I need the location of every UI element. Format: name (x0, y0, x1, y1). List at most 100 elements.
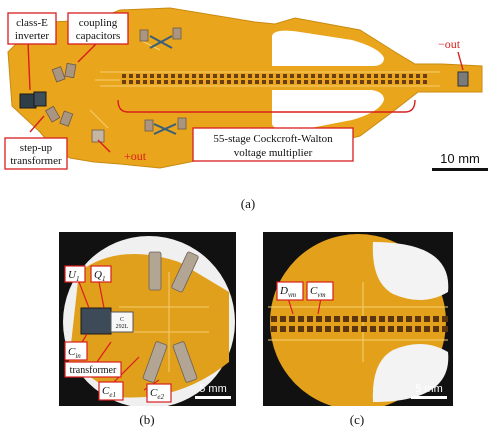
multiplier-component (325, 74, 329, 78)
multiplier-component (122, 80, 126, 84)
multiplier-component (298, 316, 304, 322)
cvm-label: Cvm (310, 285, 326, 299)
multiplier-component (220, 74, 224, 78)
multiplier-component (248, 74, 252, 78)
multiplier-component (353, 80, 357, 84)
multiplier-component (290, 80, 294, 84)
multiplier-component (227, 74, 231, 78)
dvm-label: Dvm (279, 285, 296, 299)
multiplier-component (269, 80, 273, 84)
multiplier-component (283, 74, 287, 78)
scale-bar-a-label: 10 mm (440, 151, 480, 166)
multiplier-component (409, 74, 413, 78)
multiplier-component (361, 316, 367, 322)
panel-c-multiplier-strip (271, 316, 448, 332)
multiplier-component (307, 326, 313, 332)
multiplier-component (381, 80, 385, 84)
panel-c-photo: Dvm Cvm 5 mm (263, 232, 453, 406)
multiplier-component (318, 80, 322, 84)
transformer-b-label-box (64, 361, 122, 378)
multiplier-component (143, 74, 147, 78)
multiplier-component (388, 74, 392, 78)
multiplier-component (316, 316, 322, 322)
multiplier-component (220, 80, 224, 84)
cin-label-box (64, 341, 88, 361)
multiplier-component (334, 316, 340, 322)
q1-label-box (90, 265, 112, 283)
cin-label: Cin (68, 346, 81, 360)
multiplier-component (289, 316, 295, 322)
multiplier-component (199, 80, 203, 84)
multiplier-component (423, 80, 427, 84)
multiplier-component (304, 74, 308, 78)
multiplier-component (185, 74, 189, 78)
multiplier-component (136, 80, 140, 84)
multiplier-component (388, 80, 392, 84)
diode-pairs (149, 35, 177, 135)
multiplier-component (352, 316, 358, 322)
multiplier-component (276, 80, 280, 84)
panel-b-module (80, 307, 112, 335)
multiplier-component (325, 326, 331, 332)
pcb-cutout-upper (272, 30, 384, 67)
multiplier-component (361, 326, 367, 332)
chip-text-1: C (120, 317, 124, 323)
multiplier-component (339, 80, 343, 84)
panel-b-chip (110, 311, 134, 333)
multiplier-component (227, 80, 231, 84)
multiplier-component (297, 74, 301, 78)
multiplier-component (206, 80, 210, 84)
multiplier-component (129, 80, 133, 84)
multiplier-component (424, 326, 430, 332)
scale-bar-c (411, 396, 447, 399)
multiplier-component (424, 316, 430, 322)
multiplier-component (325, 316, 331, 322)
multiplier-label-line1: 55-stage Cockcroft-Walton (213, 133, 333, 145)
multiplier-component (234, 74, 238, 78)
caption-c: (c) (349, 412, 365, 427)
multiplier-component (343, 326, 349, 332)
multiplier-component (346, 74, 350, 78)
multiplier-component (136, 74, 140, 78)
minus-out-label: −out (438, 37, 461, 51)
multiplier-component (255, 74, 259, 78)
multiplier-label-box (192, 127, 354, 162)
multiplier-component (171, 74, 175, 78)
inverter-label-line1: class-E (16, 17, 48, 29)
multiplier-component (157, 74, 161, 78)
multiplier-component (442, 316, 448, 322)
caption-b: (b) (139, 412, 155, 427)
multiplier-component (406, 326, 412, 332)
ce2-label: Ce2 (150, 387, 164, 401)
coupling-label-line1: coupling (79, 17, 118, 29)
multiplier-component (346, 80, 350, 84)
scale-bar-a (432, 168, 488, 171)
dvm-label-box (276, 281, 304, 301)
coupling-label-line2: capacitors (76, 30, 121, 42)
multiplier-component (213, 80, 217, 84)
plus-out-label: +out (124, 149, 147, 163)
inverter-chip-2 (33, 91, 47, 107)
coupling-capacitors (44, 27, 187, 143)
multiplier-component (199, 74, 203, 78)
multiplier-component (164, 80, 168, 84)
multiplier-component (150, 74, 154, 78)
q1-label: Q1 (94, 269, 105, 283)
multiplier-component (283, 80, 287, 84)
multiplier-component (379, 326, 385, 332)
multiplier-component (311, 74, 315, 78)
multiplier-component (402, 80, 406, 84)
panel-c-callouts (287, 297, 322, 315)
multiplier-component (415, 326, 421, 332)
multiplier-component (409, 80, 413, 84)
multiplier-component (298, 326, 304, 332)
multiplier-component (367, 80, 371, 84)
multiplier-component (352, 326, 358, 332)
multiplier-component (271, 326, 277, 332)
multiplier-component (381, 74, 385, 78)
multiplier-component (122, 74, 126, 78)
multiplier-component (367, 74, 371, 78)
scale-bar-b-label: 5 mm (199, 383, 227, 395)
cockcroft-walton-strip (122, 74, 427, 84)
multiplier-component (379, 316, 385, 322)
